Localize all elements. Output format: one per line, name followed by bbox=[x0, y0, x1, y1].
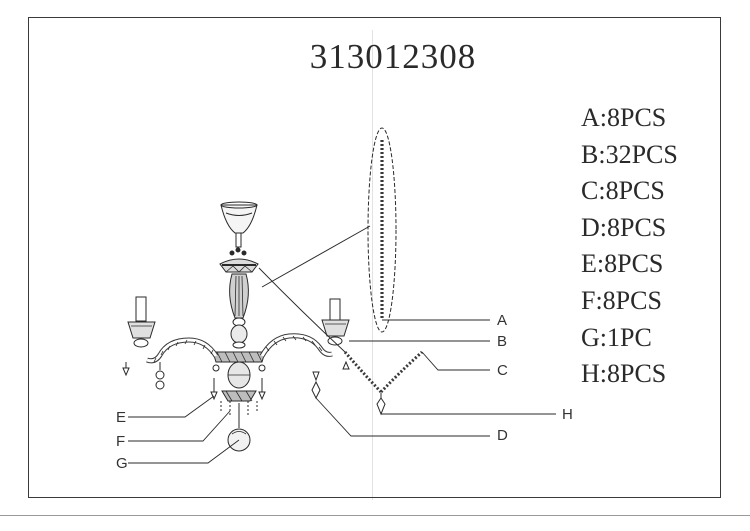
part-b-count: B:32PCS bbox=[581, 139, 678, 169]
callout-letter-f: F bbox=[116, 433, 126, 450]
leader-lines bbox=[128, 267, 556, 464]
leader-e bbox=[128, 395, 215, 418]
right-arm bbox=[259, 333, 333, 358]
fold-line bbox=[372, 30, 373, 500]
part-f-count: F:8PCS bbox=[581, 285, 662, 315]
left-candle bbox=[127, 296, 156, 348]
arm-hub bbox=[212, 351, 266, 363]
left-arm bbox=[146, 337, 219, 364]
callout-letter-c: C bbox=[497, 362, 508, 379]
stem bbox=[229, 232, 247, 256]
bead-strand-detail bbox=[367, 127, 397, 333]
parts-list: A:8PCS B:32PCS C:8PCS D:8PCS E:8PCS F:8P… bbox=[581, 100, 721, 393]
callout-letter-b: B bbox=[497, 333, 508, 350]
canopy bbox=[220, 201, 258, 234]
central-column bbox=[229, 273, 249, 349]
part-a-count: A:8PCS bbox=[581, 103, 667, 132]
upper-crown bbox=[219, 258, 259, 273]
part-e-count: E:8PCS bbox=[581, 249, 664, 279]
drawing-frame bbox=[28, 17, 721, 498]
lower-body bbox=[220, 361, 258, 452]
hanging-pendants bbox=[122, 360, 350, 401]
part-g-count: G:1PC bbox=[581, 322, 652, 352]
leader-c bbox=[421, 351, 490, 371]
right-candle bbox=[321, 298, 350, 346]
bead-chain-v bbox=[343, 350, 424, 416]
leader-g bbox=[128, 439, 240, 464]
model-number: 313012308 bbox=[309, 37, 477, 76]
part-h-count: H:8PCS bbox=[581, 359, 667, 389]
leader-f bbox=[128, 410, 231, 442]
detail-pointer-line bbox=[261, 225, 371, 288]
callout-letter-e: E bbox=[116, 409, 127, 426]
callout-letter-a: A bbox=[497, 312, 508, 329]
bottom-rule bbox=[0, 515, 750, 516]
leader-d bbox=[315, 397, 490, 437]
callout-letter-g: G bbox=[116, 455, 128, 472]
callout-letter-h: H bbox=[562, 406, 573, 423]
part-c-count: C:8PCS bbox=[581, 176, 665, 206]
part-d-count: D:8PCS bbox=[581, 212, 667, 242]
callout-letter-d: D bbox=[497, 427, 508, 444]
leader-b-curve bbox=[258, 267, 346, 353]
